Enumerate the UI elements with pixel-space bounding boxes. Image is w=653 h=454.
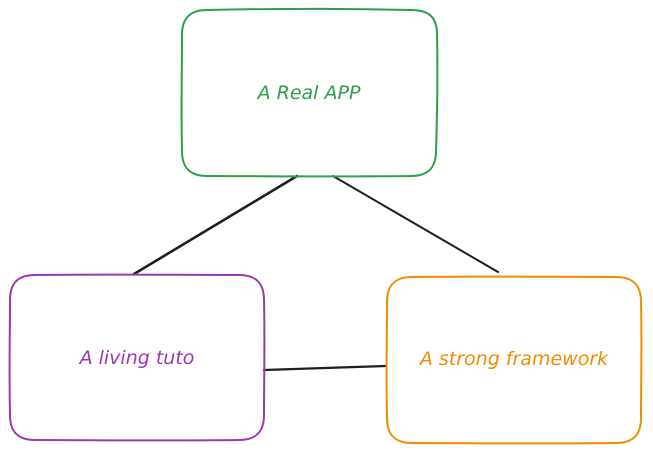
node-strong-framework-label: A strong framework — [418, 348, 609, 370]
node-real-app[interactable]: A Real APP — [180, 7, 439, 178]
edge-real-app-to-strong-framework — [332, 175, 499, 273]
node-living-tuto[interactable]: A living tuto — [8, 273, 266, 442]
edge-living-tuto-to-strong-framework — [262, 364, 387, 372]
node-real-app-label: A Real APP — [256, 82, 361, 104]
node-real-app-box — [180, 7, 439, 178]
node-living-tuto-box — [8, 273, 266, 442]
edge-real-app-to-living-tuto — [132, 174, 299, 276]
connectors — [132, 174, 499, 372]
node-strong-framework-box — [385, 275, 643, 445]
node-living-tuto-label: A living tuto — [78, 347, 195, 369]
node-strong-framework[interactable]: A strong framework — [385, 275, 643, 445]
